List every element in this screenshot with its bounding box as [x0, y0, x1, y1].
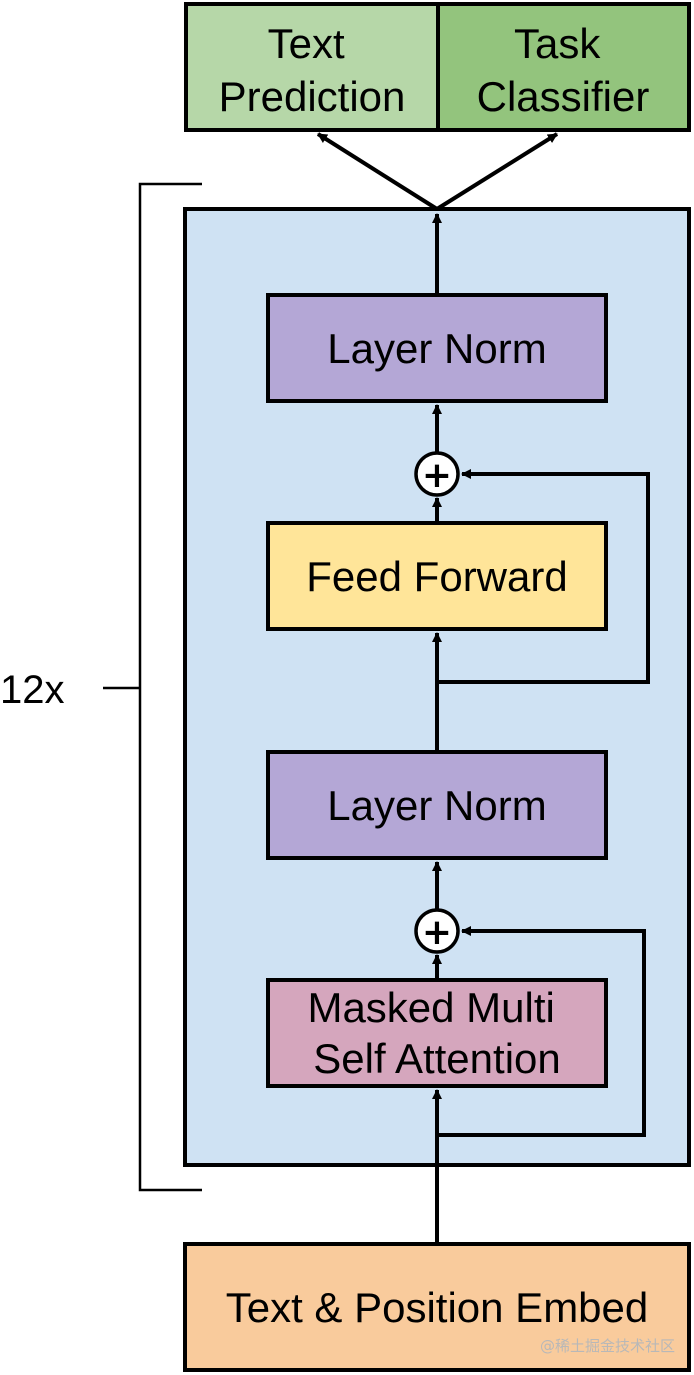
- text-prediction-label: Text Prediction: [219, 20, 406, 120]
- embed-label: Text & Position Embed: [226, 1284, 649, 1331]
- arrow-to-task-classifier: [435, 132, 559, 211]
- plus-icon: +: [422, 455, 452, 496]
- connectors: [316, 132, 650, 1244]
- masked-attention-box: [266, 978, 608, 1088]
- task-classifier-label: Task Classifier: [477, 20, 650, 120]
- task-classifier-box: [436, 2, 691, 132]
- add-circle-top: +: [414, 451, 460, 497]
- feed-forward-label: Feed Forward: [306, 553, 567, 600]
- residual-bottom: [437, 926, 646, 1137]
- repeat-bracket: [103, 182, 202, 1192]
- layer-norm-top-label: Layer Norm: [327, 325, 546, 372]
- arrow-to-text-prediction: [316, 132, 439, 211]
- masked-attention-label: Masked Multi Self Attention: [307, 984, 566, 1082]
- residual-top: [437, 469, 650, 684]
- feed-forward-box: [266, 521, 608, 631]
- plus-icon: +: [422, 912, 452, 953]
- output-heads: Text Prediction Task Classifier: [184, 2, 691, 132]
- embed-box: [183, 1242, 691, 1372]
- watermark: @稀土掘金技术社区: [540, 1337, 675, 1355]
- layer-norm-bottom-label: Layer Norm: [327, 782, 546, 829]
- add-circle-bottom: +: [414, 908, 460, 954]
- repeat-label: 12x: [0, 668, 65, 712]
- layer-norm-bottom-box: [266, 750, 608, 860]
- layer-norm-top-box: [266, 293, 608, 403]
- text-prediction-box: [184, 2, 440, 132]
